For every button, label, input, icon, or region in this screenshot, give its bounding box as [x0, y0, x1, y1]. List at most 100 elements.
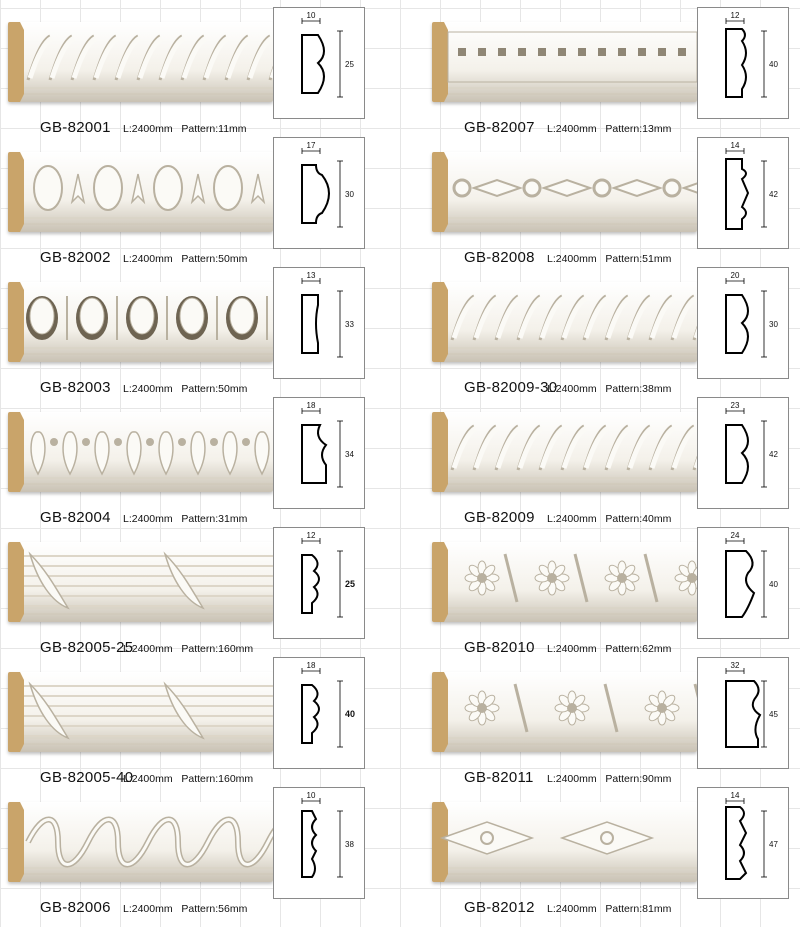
pattern-spec: Pattern:38mm [605, 383, 672, 395]
width-value: 12 [307, 531, 316, 540]
profile-outline [725, 294, 749, 354]
ornament [447, 31, 697, 83]
length-spec: L:2400mm [547, 383, 597, 395]
width-value: 18 [307, 401, 316, 410]
profile-drawing: 12 40 [697, 7, 789, 119]
profile-outline [725, 28, 747, 98]
molding-photo [8, 542, 273, 622]
molding-body [432, 22, 697, 102]
height-value: 25 [345, 60, 354, 69]
ornament [439, 821, 655, 855]
product-code: GB-82008 [464, 249, 535, 266]
pattern-spec: Pattern:40mm [605, 513, 672, 525]
height-value: 40 [345, 709, 355, 719]
pattern-spec: Pattern:13mm [605, 123, 672, 135]
product-code: GB-82012 [464, 899, 535, 916]
width-value: 18 [307, 661, 316, 670]
profile-drawing: 10 25 [273, 7, 365, 119]
length-spec: L:2400mm [123, 773, 173, 785]
product-spec: L:2400mm Pattern:50mm [123, 383, 247, 395]
length-spec: L:2400mm [547, 123, 597, 135]
mdf-end [432, 672, 448, 752]
width-value: 13 [307, 271, 316, 280]
length-spec: L:2400mm [123, 253, 173, 265]
mdf-end [432, 542, 448, 622]
profile-outline [725, 424, 749, 484]
product-code: GB-82007 [464, 119, 535, 136]
product-code: GB-82005-40 [40, 769, 134, 786]
profile-outline [301, 424, 328, 484]
product-spec: L:2400mm Pattern:50mm [123, 253, 247, 265]
height-value: 47 [769, 840, 778, 849]
pattern-spec: Pattern:160mm [181, 643, 254, 655]
molding-photo [432, 152, 697, 232]
ornament [26, 296, 268, 340]
ornament [24, 551, 273, 610]
profile-outline [725, 806, 748, 880]
product-spec: L:2400mm Pattern:40mm [547, 513, 671, 525]
height-value: 25 [345, 579, 355, 589]
molding-photo [432, 22, 697, 102]
width-value: 10 [307, 11, 316, 20]
ornament [450, 424, 697, 471]
product-spec: L:2400mm Pattern:31mm [123, 513, 247, 525]
ornament [452, 178, 697, 198]
product-code: GB-82005-25 [40, 639, 134, 656]
molding-body [432, 282, 697, 362]
ornament [33, 165, 266, 211]
width-value: 10 [307, 791, 316, 800]
pattern-spec: Pattern:160mm [181, 773, 254, 785]
width-value: 24 [731, 531, 740, 540]
length-spec: L:2400mm [547, 643, 597, 655]
profile-drawing: 13 33 [273, 267, 365, 379]
width-value: 14 [731, 791, 740, 800]
width-value: 12 [731, 11, 740, 20]
pattern-spec: Pattern:50mm [181, 383, 248, 395]
length-spec: L:2400mm [547, 773, 597, 785]
height-value: 34 [345, 450, 354, 459]
profile-outline [725, 550, 756, 618]
profile-outline [725, 680, 762, 748]
product-code: GB-82004 [40, 509, 111, 526]
length-spec: L:2400mm [123, 513, 173, 525]
molding-photo [8, 412, 273, 492]
pattern-spec: Pattern:31mm [181, 513, 248, 525]
width-value: 14 [731, 141, 740, 150]
molding-photo [432, 412, 697, 492]
ornament [30, 431, 270, 476]
mdf-end [8, 22, 24, 102]
height-value: 30 [769, 320, 778, 329]
ornament [464, 683, 697, 733]
height-value: 40 [769, 60, 778, 69]
mdf-end [8, 542, 24, 622]
profile-outline [301, 34, 325, 94]
height-value: 33 [345, 320, 354, 329]
width-value: 32 [731, 661, 740, 670]
product-spec: L:2400mm Pattern:13mm [547, 123, 671, 135]
pattern-spec: Pattern:51mm [605, 253, 672, 265]
mdf-end [8, 412, 24, 492]
profile-outline [301, 810, 318, 878]
profile-outline [725, 158, 750, 230]
width-value: 23 [731, 401, 740, 410]
profile-outline [301, 294, 319, 354]
product-code: GB-82011 [464, 769, 534, 786]
molding-body [8, 22, 273, 102]
pattern-spec: Pattern:90mm [605, 773, 672, 785]
